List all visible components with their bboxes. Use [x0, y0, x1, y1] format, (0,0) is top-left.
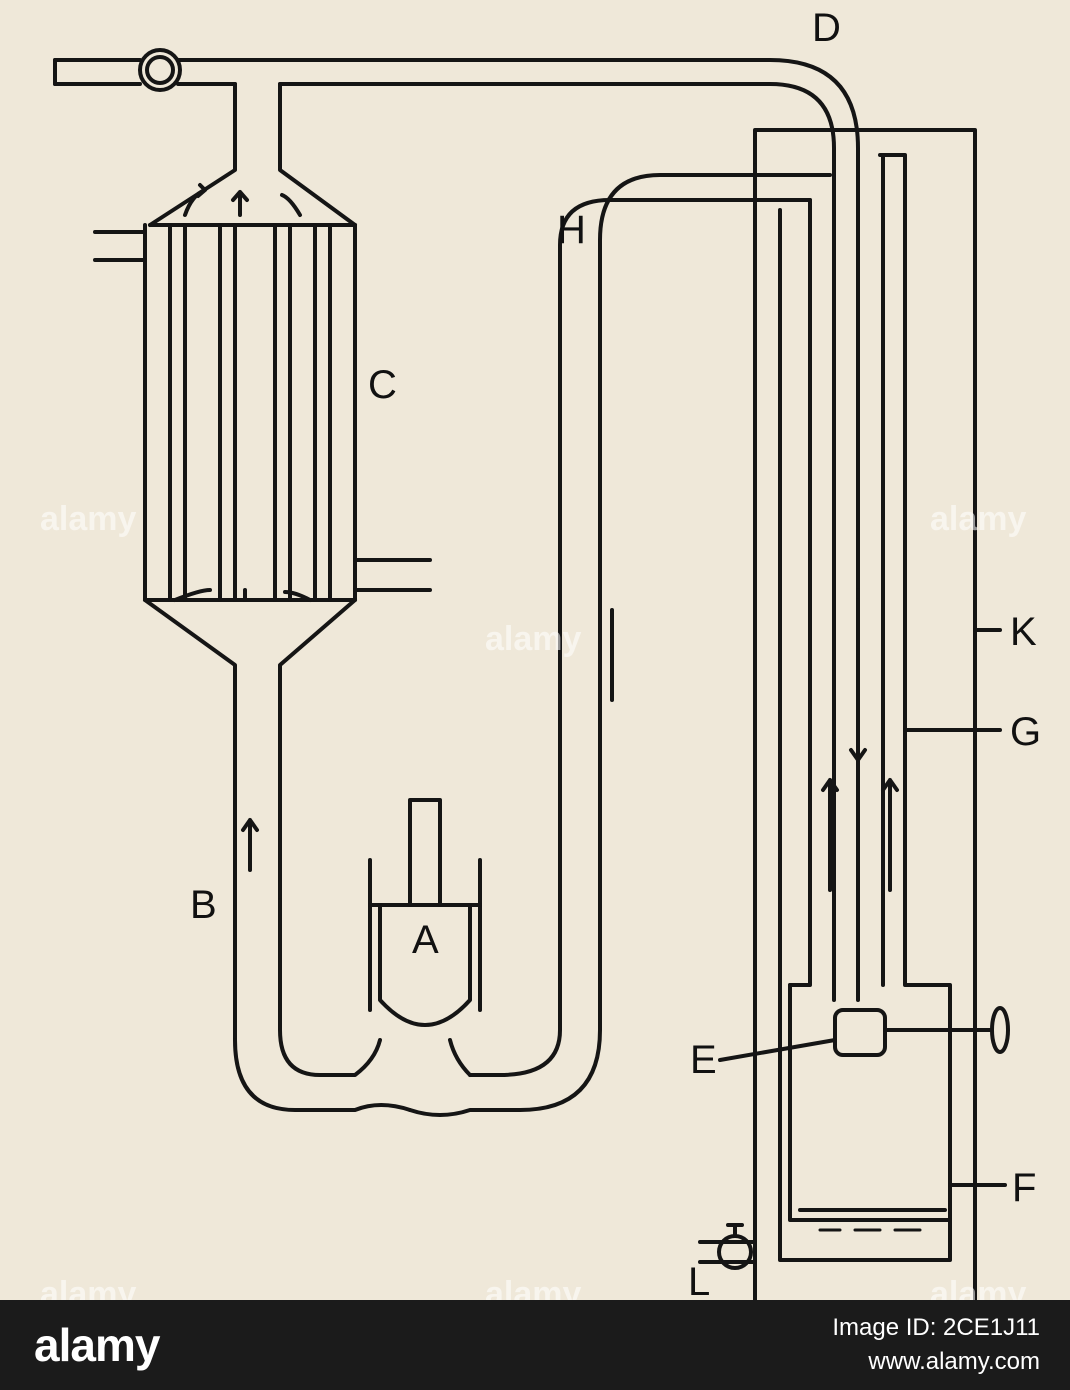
footer-bar: alamy Image ID: 2CE1J11 www.alamy.com — [0, 1300, 1070, 1390]
label-c: C — [368, 363, 397, 407]
footer-meta: Image ID: 2CE1J11 www.alamy.com — [832, 1314, 1040, 1376]
diagram-canvas: D H C K G B A E F L alamy alamy alamy al… — [40, 6, 1042, 1300]
watermark: alamy — [40, 500, 137, 538]
label-k: K — [1010, 610, 1037, 654]
label-d: D — [812, 6, 841, 50]
valve-wheel — [138, 48, 182, 92]
label-g: G — [1010, 710, 1042, 754]
condenser-c — [93, 82, 432, 1042]
watermark: alamy — [40, 1275, 137, 1300]
label-h: H — [557, 208, 586, 252]
label-b: B — [190, 883, 217, 927]
brand-logo: alamy — [34, 1319, 160, 1371]
lower-loop — [233, 173, 832, 1117]
vessel-k — [698, 128, 1010, 1300]
watermark: alamy — [485, 1275, 582, 1300]
site-url[interactable]: www.alamy.com — [868, 1348, 1040, 1375]
watermark: alamy — [930, 500, 1027, 538]
label-l: L — [688, 1260, 711, 1300]
label-f: F — [1012, 1166, 1037, 1210]
valve-body-e — [833, 1008, 887, 1057]
label-a: A — [412, 918, 439, 962]
watermark: alamy — [485, 620, 582, 658]
image-id: Image ID: 2CE1J11 — [832, 1314, 1040, 1341]
watermark: alamy — [930, 1275, 1027, 1300]
apparatus-diagram — [53, 48, 1010, 1300]
label-e: E — [690, 1038, 717, 1082]
top-pipe — [53, 48, 860, 1002]
